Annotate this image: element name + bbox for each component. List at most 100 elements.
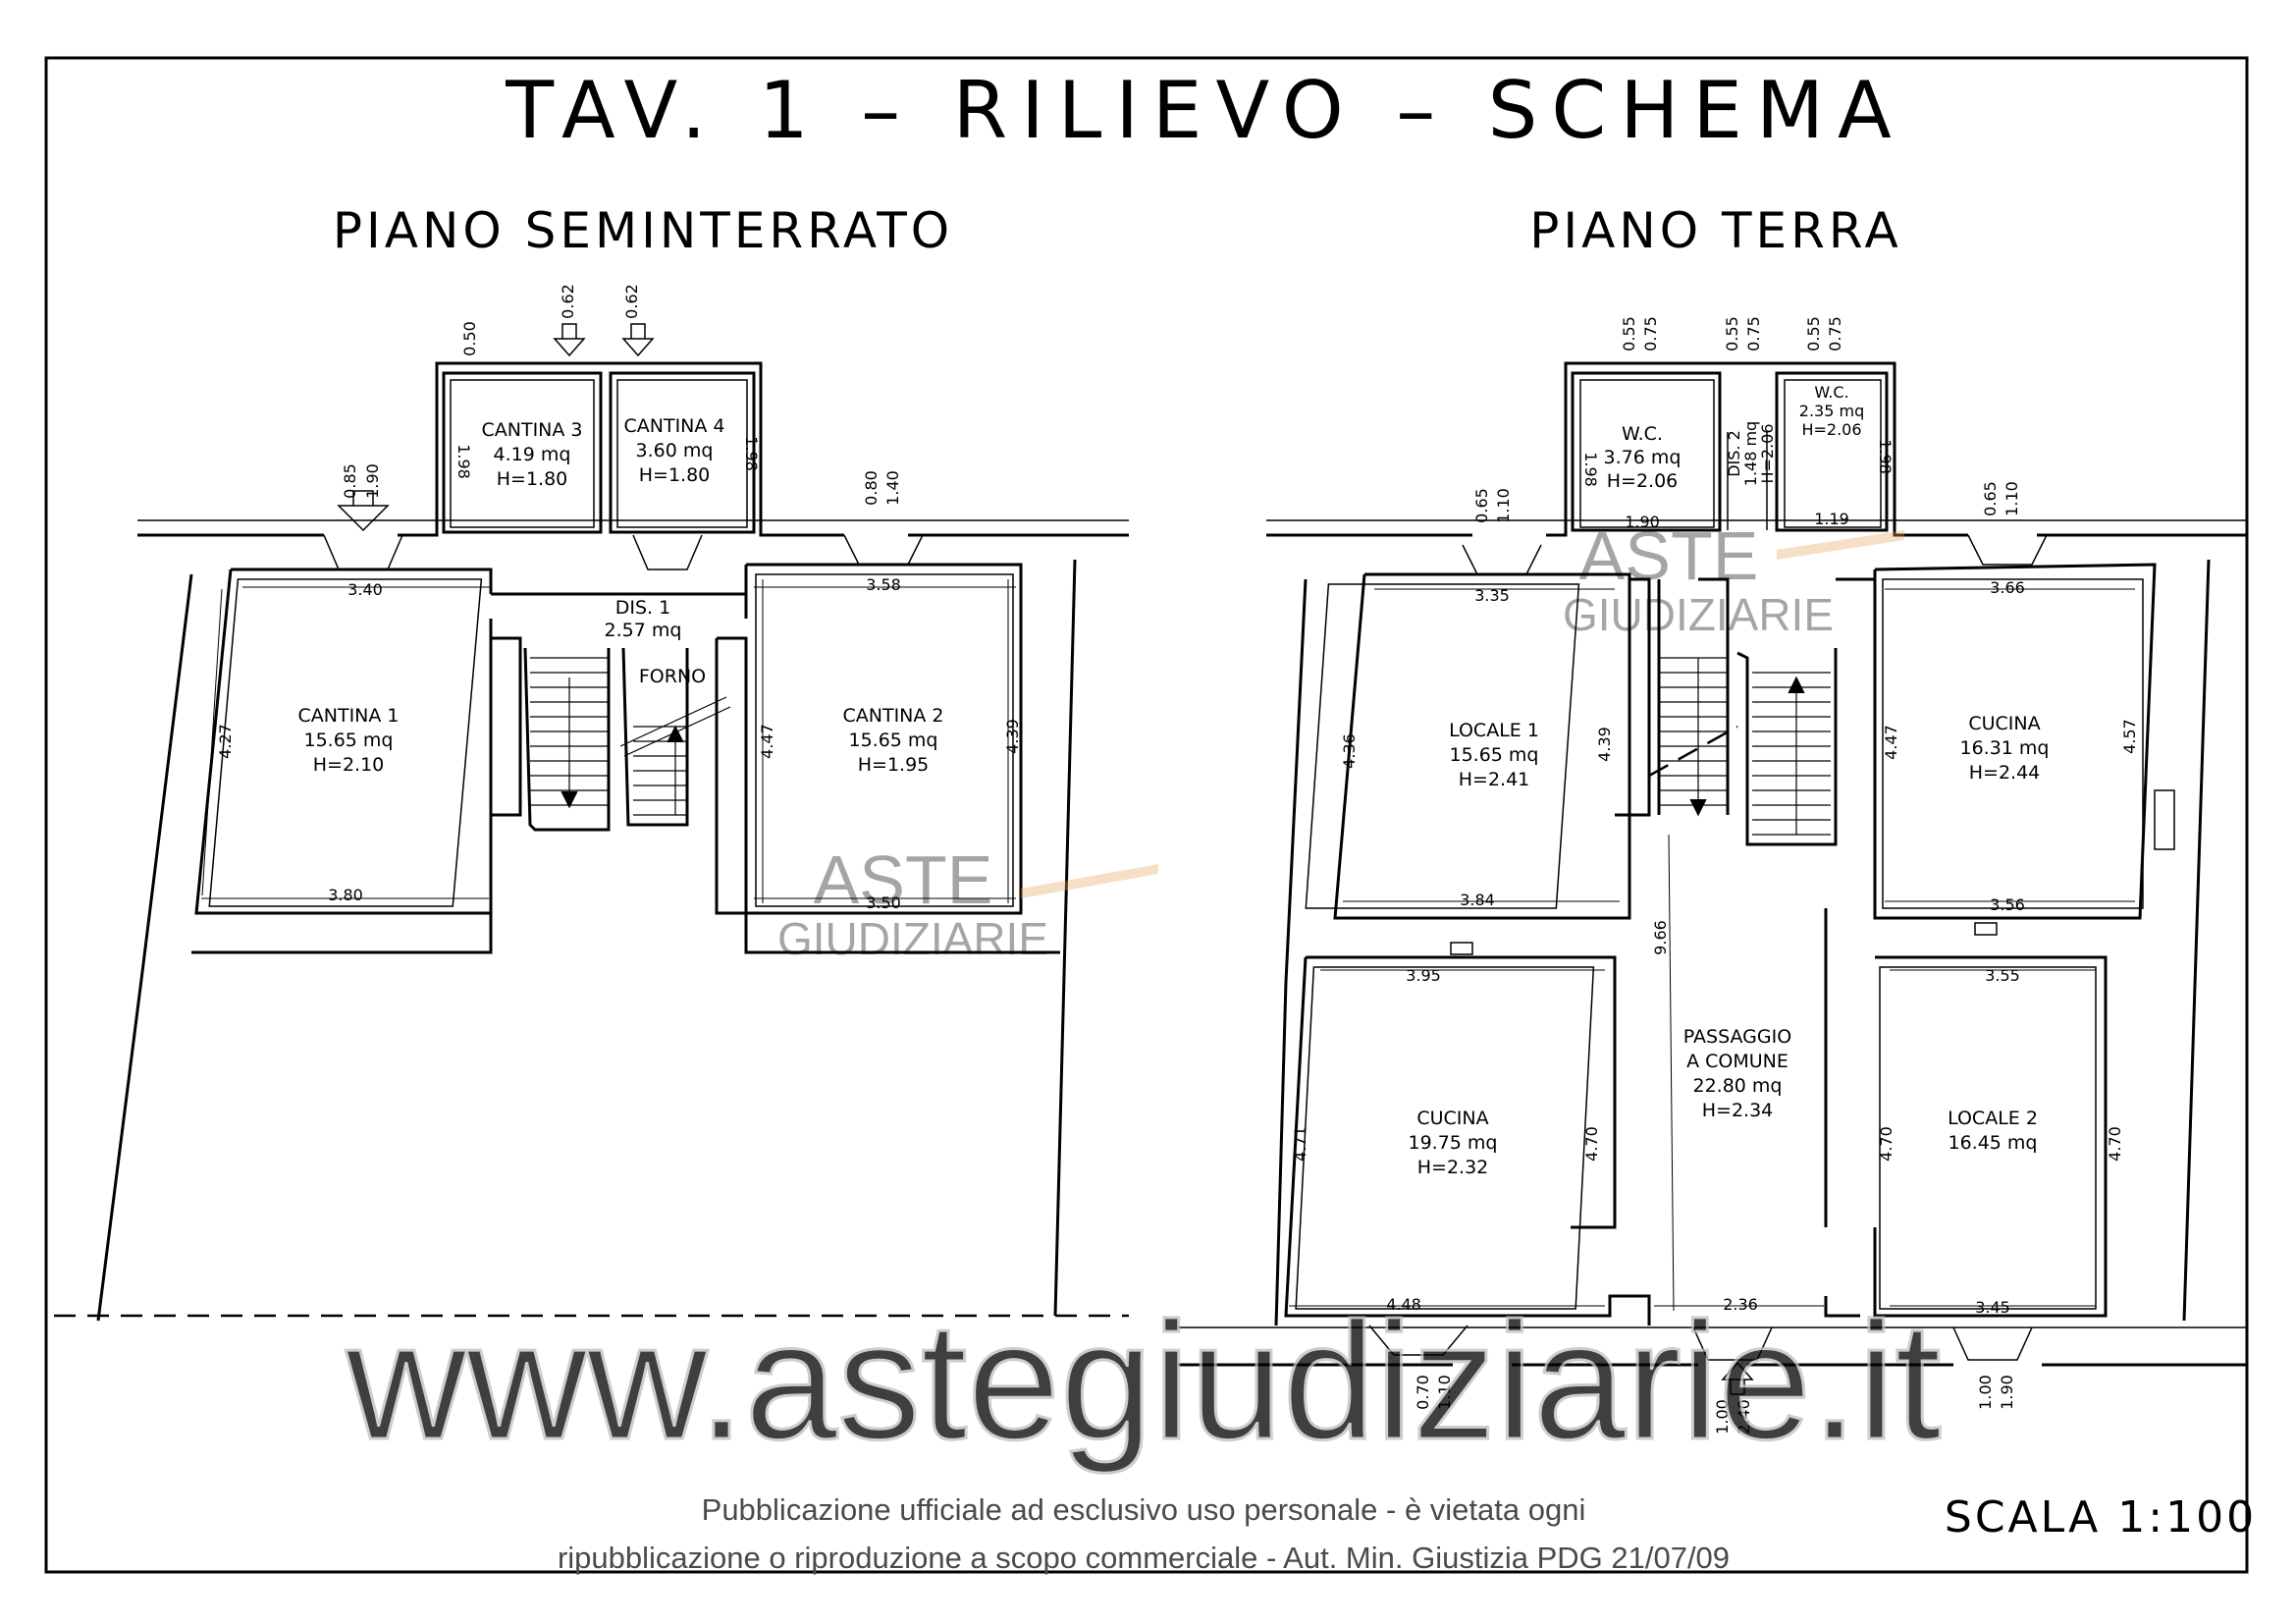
plan-seminterrato: PIANO SEMINTERRATO xyxy=(54,202,1129,1322)
dim-label: 3.50 xyxy=(866,893,901,912)
room-cantina2: CANTINA 2 15.65 mq H=1.95 xyxy=(842,705,943,776)
dim-label: 0.55 xyxy=(1620,316,1638,352)
room-locale2: LOCALE 2 16.45 mq xyxy=(1948,1108,2038,1154)
dim-label: 1.00 xyxy=(1976,1375,1995,1410)
dim-label: 3.58 xyxy=(866,575,901,594)
room-name: DIS. 2 xyxy=(1725,430,1743,477)
room-cantina3: CANTINA 3 4.19 mq H=1.80 xyxy=(481,419,582,490)
room-height: H=1.80 xyxy=(497,468,568,490)
room-area: 15.65 mq xyxy=(303,730,393,751)
drawing-frame xyxy=(44,56,2249,1574)
room-height: H=2.44 xyxy=(1969,762,2041,784)
logo-text: ASTE xyxy=(1579,517,1759,594)
dim-label: 0.65 xyxy=(1472,488,1491,523)
room-area: 1.48 mq xyxy=(1741,421,1760,486)
room-locale1: LOCALE 1 15.65 mq H=2.41 xyxy=(1449,720,1539,790)
room-name: A COMUNE xyxy=(1686,1051,1789,1072)
room-area: 3.60 mq xyxy=(636,440,714,461)
dim-label: 3.55 xyxy=(1985,966,2020,985)
dim-label: 1.00 xyxy=(1713,1399,1732,1435)
room-cantina1: CANTINA 1 15.65 mq H=2.10 xyxy=(297,705,399,776)
dim-label: 1.98 xyxy=(454,444,473,479)
room-area: 19.75 mq xyxy=(1408,1132,1497,1154)
logo-text: GIUDIZIARIE xyxy=(777,913,1048,964)
room-height: H=2.10 xyxy=(313,754,385,776)
room-area: 4.19 mq xyxy=(494,444,571,465)
room-cucina-top: CUCINA 16.31 mq H=2.44 xyxy=(1959,713,2049,784)
plan-terra: PIANO TERRA xyxy=(1178,202,2248,1435)
dim-label: 4.48 xyxy=(1386,1295,1421,1314)
room-name: CUCINA xyxy=(1416,1108,1488,1129)
drawing-title: TAV. 1 – RILIEVO – SCHEMA xyxy=(505,65,1904,156)
stair-terra xyxy=(1648,657,1831,836)
room-name: W.C. xyxy=(1814,383,1848,402)
dim-label: 1.98 xyxy=(1581,452,1600,487)
dim-label: 4.70 xyxy=(2106,1126,2124,1162)
dim-label: 0.55 xyxy=(1804,316,1823,352)
dim-label: 1.19 xyxy=(1814,510,1849,528)
watermark-logo-left: ASTE GIUDIZIARIE xyxy=(777,841,1158,964)
room-area: 3.76 mq xyxy=(1604,447,1682,468)
dim-label: 4.39 xyxy=(1003,719,1022,754)
logo-text: ASTE xyxy=(814,841,993,918)
dim-label: 1.10 xyxy=(2002,481,2021,516)
dim-label: 3.84 xyxy=(1460,891,1495,909)
room-area: 2.35 mq xyxy=(1799,402,1864,420)
room-area: 15.65 mq xyxy=(1449,744,1538,766)
room-name: W.C. xyxy=(1622,423,1663,445)
plan-title-seminterrato: PIANO SEMINTERRATO xyxy=(333,202,953,259)
dim-label: 3.45 xyxy=(1975,1298,2010,1317)
room-area: 16.31 mq xyxy=(1959,737,2049,759)
room-height: H=2.41 xyxy=(1459,769,1530,790)
dim-label: 0.70 xyxy=(1414,1375,1432,1410)
dim-label: 4.39 xyxy=(1595,727,1614,762)
dim-label: 1.90 xyxy=(1998,1375,2016,1410)
watermark-logo-right: ASTE GIUDIZIARIE xyxy=(1563,517,1904,640)
dim-label: 2.36 xyxy=(1723,1295,1758,1314)
dim-label: 4.36 xyxy=(1340,733,1359,769)
room-height: H=1.95 xyxy=(858,754,930,776)
dim-label: 0.75 xyxy=(1744,316,1763,352)
room-name: LOCALE 2 xyxy=(1948,1108,2038,1129)
gavel-icon xyxy=(1021,864,1158,898)
plan-title-terra: PIANO TERRA xyxy=(1529,202,1902,259)
dim-label: 9.66 xyxy=(1651,920,1670,955)
dim-label: 3.80 xyxy=(328,886,363,904)
watermark-site: www.astegiudiziarie.it xyxy=(345,1288,1941,1475)
room-dis1: DIS. 1 2.57 mq xyxy=(605,597,682,641)
dim-label: 4.27 xyxy=(216,724,235,759)
dim-label: 3.35 xyxy=(1474,586,1510,605)
dim-label: 0.55 xyxy=(1723,316,1741,352)
dim-label: 0.75 xyxy=(1641,316,1660,352)
room-wc1: W.C. 3.76 mq H=2.06 xyxy=(1604,423,1682,492)
room-name: PASSAGGIO xyxy=(1683,1026,1791,1048)
logo-text: GIUDIZIARIE xyxy=(1563,589,1834,640)
dim-label: 0.85 xyxy=(341,463,359,499)
scale-label: SCALA 1:100 xyxy=(1945,1492,2257,1543)
notice-line-2: ripubblicazione o riproduzione a scopo c… xyxy=(558,1541,1730,1575)
room-area: 16.45 mq xyxy=(1948,1132,2037,1154)
room-height: H=2.06 xyxy=(1607,470,1679,492)
notice-line-1: Pubblicazione ufficiale ad esclusivo uso… xyxy=(702,1492,1586,1527)
room-dis2: DIS. 2 1.48 mq H=2.06 xyxy=(1725,421,1777,486)
dim-label: 3.40 xyxy=(347,580,383,599)
dim-label: 0.62 xyxy=(622,284,641,319)
room-cucina-bottom: CUCINA 19.75 mq H=2.32 xyxy=(1408,1108,1497,1178)
room-name: LOCALE 1 xyxy=(1449,720,1539,741)
dim-label: 3.66 xyxy=(1990,578,2025,597)
dim-label: 4.57 xyxy=(2120,719,2139,754)
room-height: H=2.34 xyxy=(1702,1100,1774,1121)
room-area: 2.57 mq xyxy=(605,620,682,641)
dim-label: 1.40 xyxy=(883,470,902,506)
dim-label: 4.47 xyxy=(1882,725,1900,760)
dim-label: 0.65 xyxy=(1981,481,2000,516)
room-cantina4: CANTINA 4 3.60 mq H=1.80 xyxy=(623,415,724,486)
room-name: CUCINA xyxy=(1968,713,2040,734)
dim-label: 4.47 xyxy=(758,724,776,759)
room-height: H=1.80 xyxy=(639,464,711,486)
dim-label: 1.10 xyxy=(1494,488,1513,523)
room-height: H=2.06 xyxy=(1758,423,1777,483)
gavel-icon xyxy=(1777,530,1904,560)
room-name: CANTINA 2 xyxy=(842,705,943,727)
